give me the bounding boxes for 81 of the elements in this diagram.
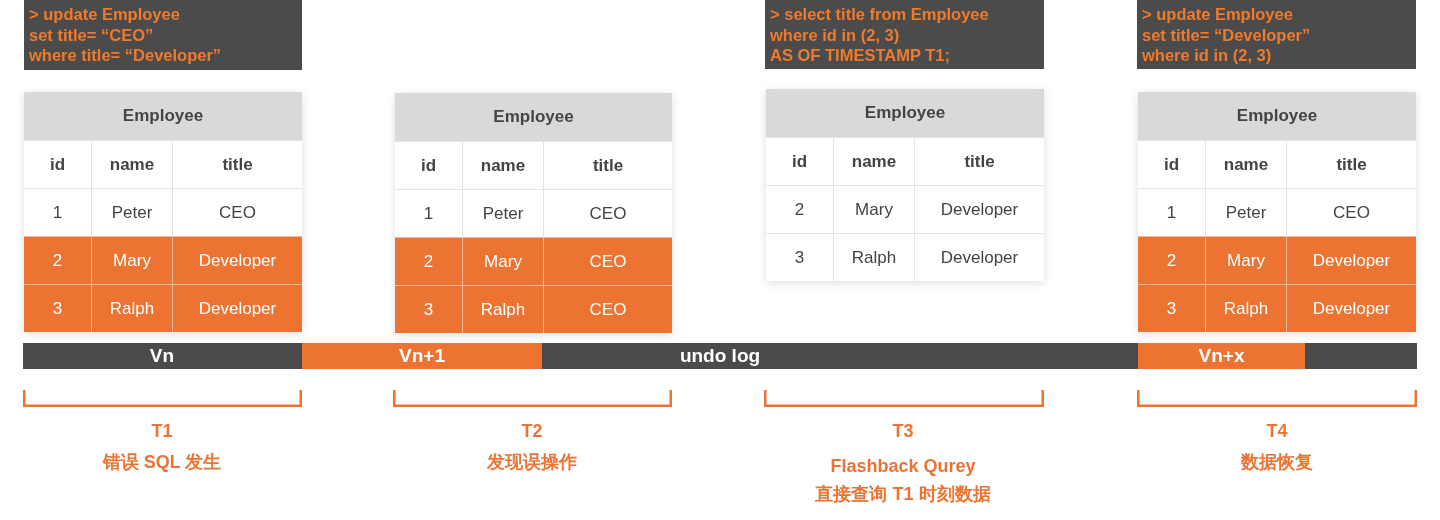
table-cell: 3 (24, 284, 91, 332)
code-panel (24, 0, 302, 70)
table-cell: Peter (91, 188, 172, 236)
code-line: set title= “CEO” (29, 24, 154, 45)
column-header: id (766, 137, 833, 185)
table-title: Employee (1138, 92, 1416, 140)
table-cell: Mary (1205, 236, 1286, 284)
table-cell: CEO (543, 285, 672, 333)
table-cell: 3 (1138, 284, 1205, 332)
table-cell: Ralph (1205, 284, 1286, 332)
time-label: T4 (1266, 420, 1288, 442)
code-line: > update Employee (1142, 4, 1293, 25)
column-header: title (914, 137, 1044, 185)
code-line: AS OF TIMESTAMP T1; (770, 45, 950, 66)
data-table (766, 89, 1044, 281)
column-header: title (543, 141, 672, 189)
code-panel (1137, 0, 1416, 69)
column-header: name (462, 141, 543, 189)
table-cell: CEO (543, 237, 672, 285)
table-cell: Peter (1205, 188, 1286, 236)
table-cell: 1 (1138, 188, 1205, 236)
table-cell: Mary (833, 185, 914, 233)
code-line: > select title from Employee (770, 4, 989, 25)
table-cell: CEO (1286, 188, 1416, 236)
data-table (1138, 92, 1416, 332)
column-header: title (1286, 140, 1416, 188)
table-title: Employee (395, 93, 672, 141)
code-line: set title= “Developer” (1142, 24, 1311, 45)
code-line: where title= “Developer” (29, 45, 222, 66)
step-label: 直接查询 T1 时刻数据 (815, 483, 991, 505)
column-header: name (91, 140, 172, 188)
table-cell: Ralph (462, 285, 543, 333)
table-cell: 2 (766, 185, 833, 233)
table-title: Employee (24, 92, 302, 140)
column-header: id (24, 140, 91, 188)
table-cell: Developer (1286, 236, 1416, 284)
column-header: id (395, 141, 462, 189)
table-cell: Mary (462, 237, 543, 285)
column-header: name (1205, 140, 1286, 188)
version-label: Vn+1 (399, 345, 445, 367)
data-table (24, 92, 302, 332)
column-header: name (833, 137, 914, 185)
table-cell: Developer (1286, 284, 1416, 332)
time-label: T2 (521, 420, 543, 442)
table-cell: 2 (1138, 236, 1205, 284)
code-line: where id in (2, 3) (770, 24, 900, 45)
table-cell: Developer (914, 233, 1044, 281)
table-cell: 3 (395, 285, 462, 333)
table-cell: 1 (24, 188, 91, 236)
version-label: Vn+x (1198, 345, 1245, 367)
table-cell: CEO (543, 189, 672, 237)
timeline-label: Vn (149, 344, 175, 368)
table-cell: Peter (462, 189, 543, 237)
table-cell: Ralph (91, 284, 172, 332)
table-cell: CEO (172, 188, 302, 236)
step-label: Flashback Qurey (830, 455, 976, 477)
version-segment (302, 343, 542, 369)
table-title: Employee (766, 89, 1044, 137)
step-label: 数据恢复 (1241, 451, 1313, 473)
step-label: 错误 SQL 发生 (102, 451, 222, 473)
timeline-label: undo log (679, 344, 761, 368)
column-header: title (172, 140, 302, 188)
table-cell: 2 (24, 236, 91, 284)
table-cell: 1 (395, 189, 462, 237)
time-label: T3 (892, 420, 914, 442)
column-header: id (1138, 140, 1205, 188)
version-segment (1138, 343, 1305, 369)
table-cell: 3 (766, 233, 833, 281)
table-cell: Developer (914, 185, 1044, 233)
data-table (395, 93, 672, 333)
code-line: > update Employee (29, 4, 180, 25)
table-cell: Mary (91, 236, 172, 284)
table-cell: Developer (172, 284, 302, 332)
code-panel (765, 0, 1044, 69)
time-label: T1 (151, 420, 173, 442)
timeline-bar (23, 343, 1417, 369)
table-cell: 2 (395, 237, 462, 285)
code-line: where id in (2, 3) (1142, 45, 1272, 66)
table-cell: Developer (172, 236, 302, 284)
table-cell: Ralph (833, 233, 914, 281)
step-label: 发现误操作 (487, 451, 577, 473)
